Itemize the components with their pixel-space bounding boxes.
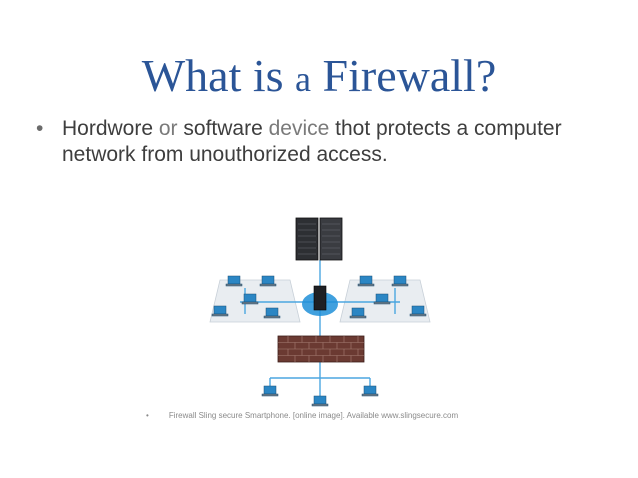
image-caption: • Firewall Sling secure Smartphone. [onli… — [146, 410, 506, 422]
title-text-part1: What is — [141, 50, 296, 101]
slide-title: What is a Firewall? — [0, 48, 638, 107]
bullet-item: Hordwore or software device thot protect… — [62, 116, 596, 168]
network-hub-icon — [302, 285, 338, 316]
bullet-text-part5: thot protects a computer network from un… — [62, 117, 562, 166]
server-rack-icon — [295, 217, 343, 261]
brick-firewall-icon — [277, 335, 365, 363]
title-text-part2: Firewall? — [311, 50, 497, 101]
laptop-icon — [349, 275, 427, 319]
bullet-text-part4: device — [262, 117, 336, 140]
bullet-list: • Hordwore or software device thot prote… — [36, 116, 596, 168]
caption-bullet: • — [146, 411, 149, 420]
bullet-dot: • — [36, 117, 44, 140]
laptop-icon — [261, 385, 379, 407]
firewall-network-diagram — [209, 217, 431, 407]
laptop-icon — [211, 275, 281, 319]
bullet-text-part1: Hordwore — [62, 117, 154, 140]
title-text-a: a — [295, 59, 312, 99]
bullet-text-part2: or — [153, 117, 184, 140]
caption-text: Firewall Sling secure Smartphone. [onlin… — [168, 411, 459, 420]
bullet-text-part3: software — [183, 117, 263, 140]
